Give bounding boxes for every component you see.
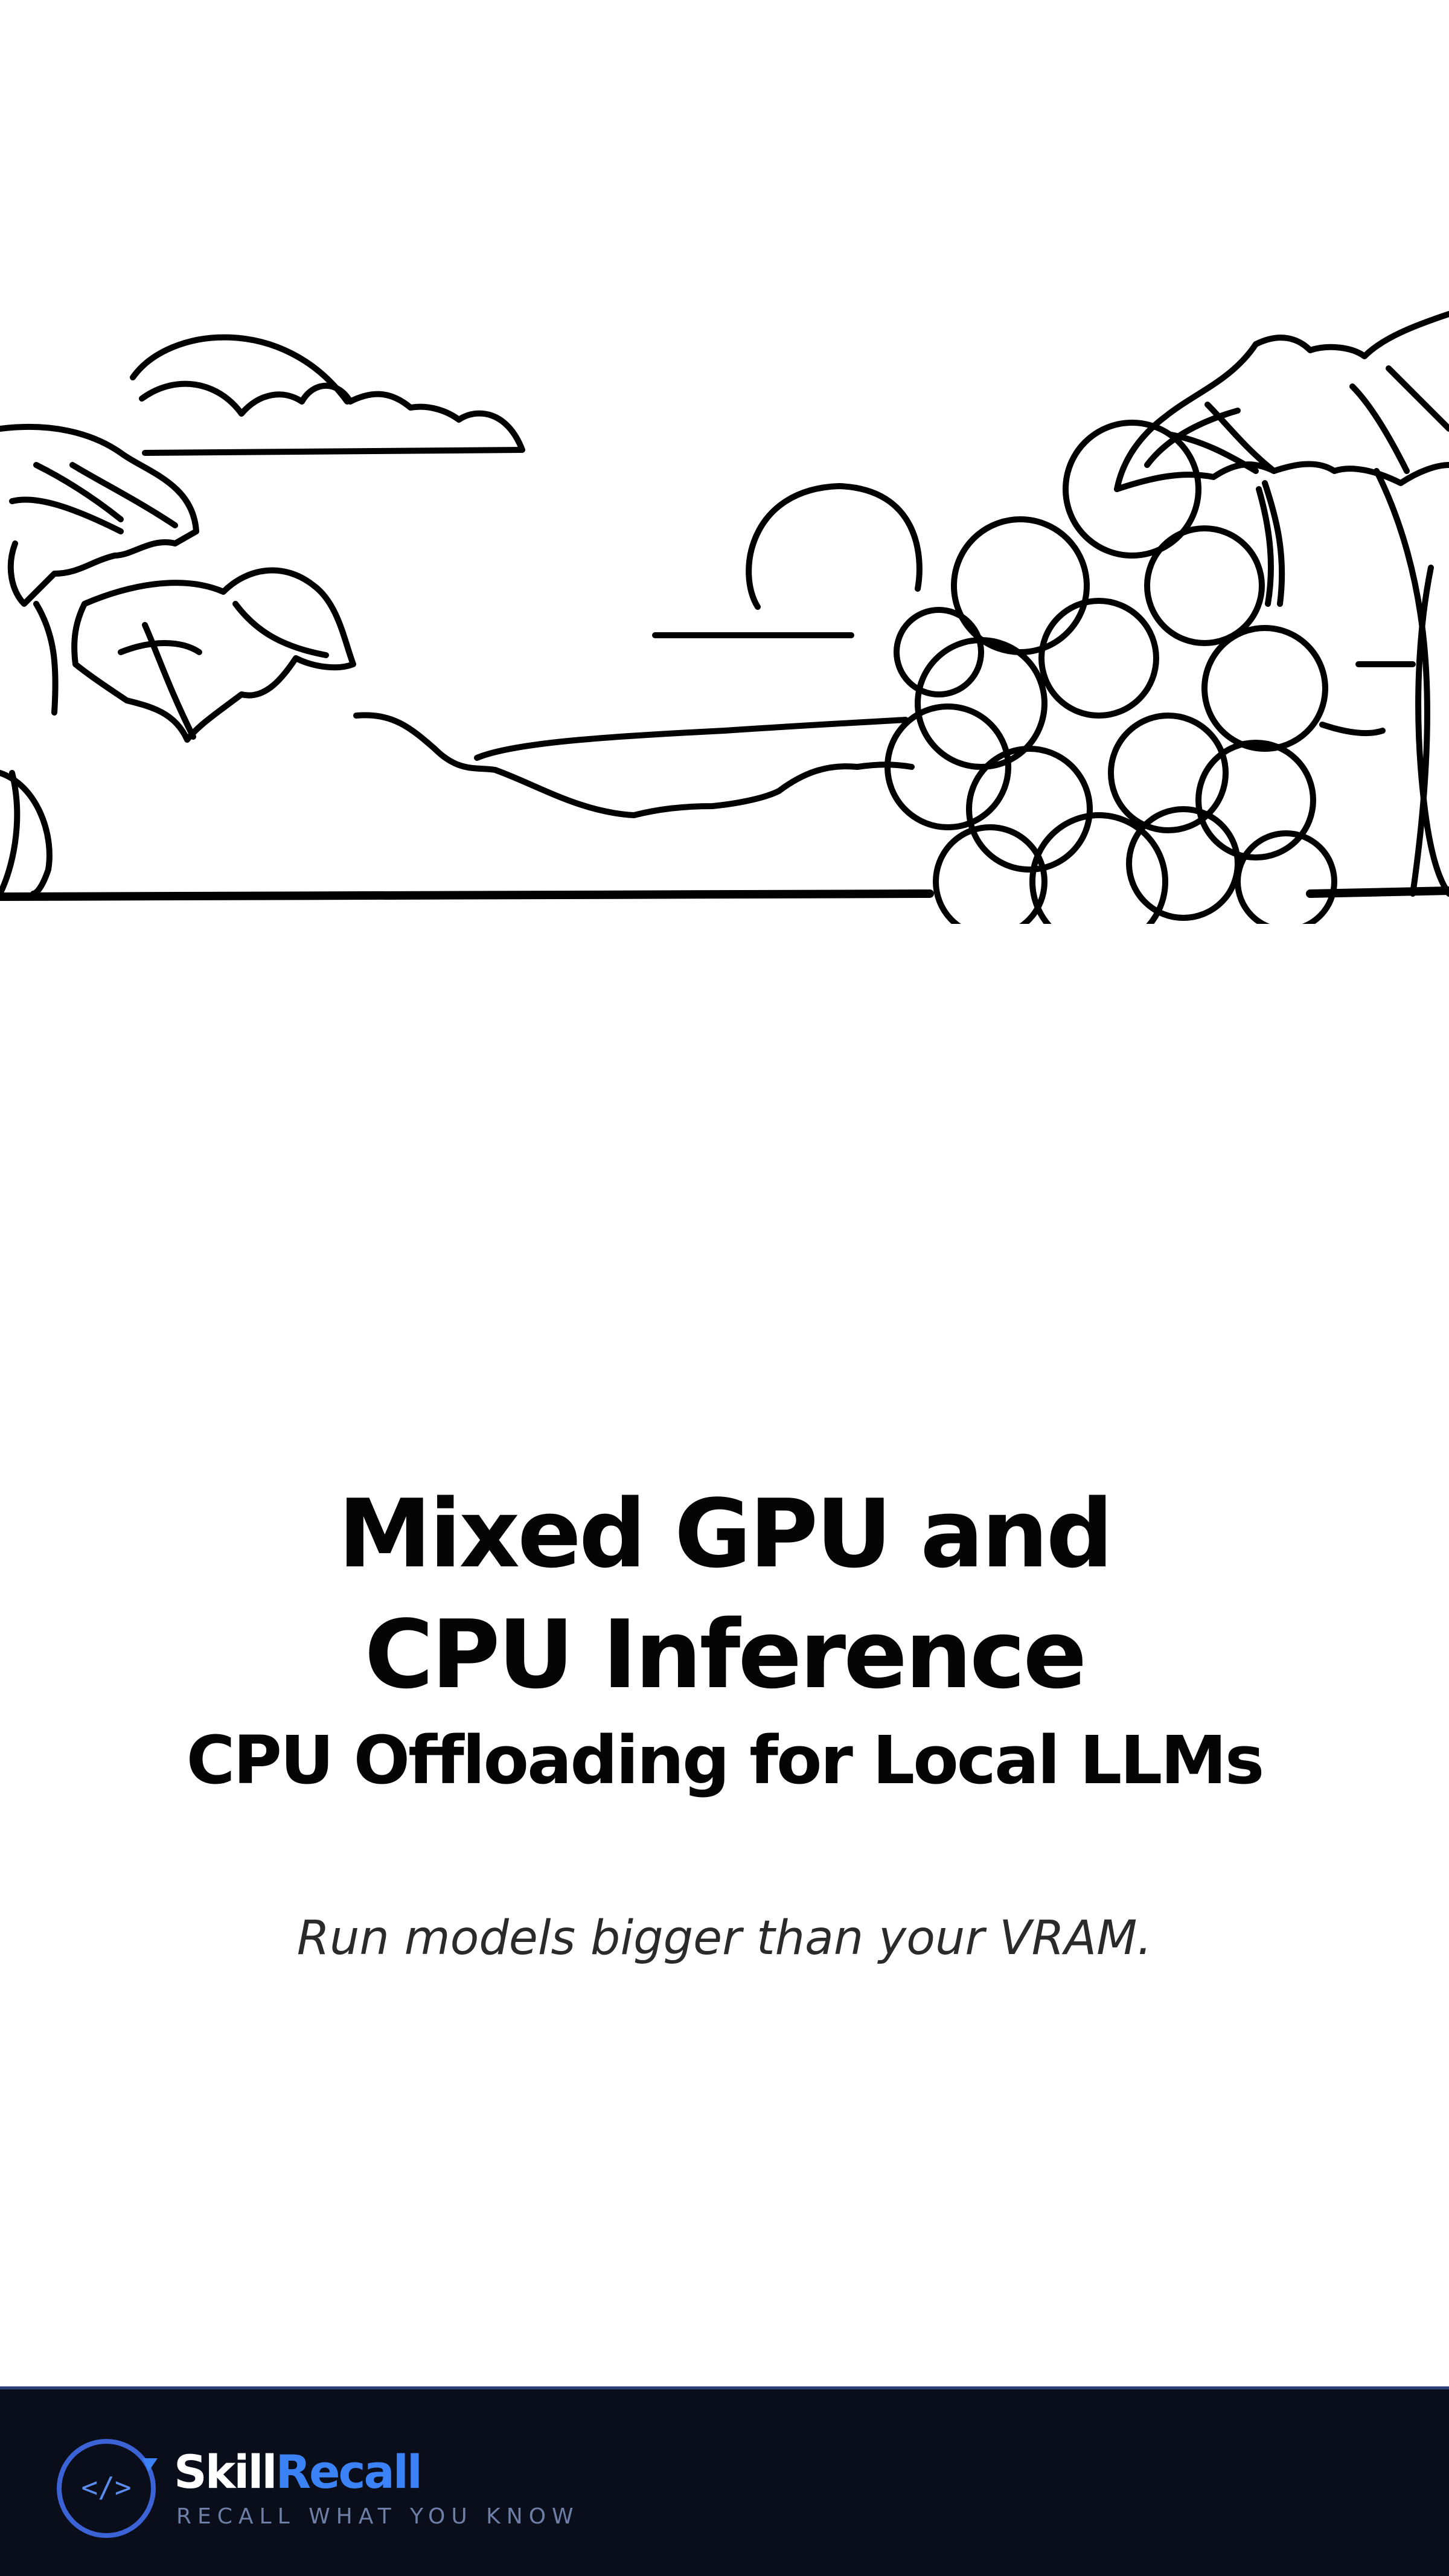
ground-line bbox=[0, 889, 934, 901]
brand-tagline: RECALL WHAT YOU KNOW bbox=[176, 2504, 580, 2529]
footer-bar: </> SkillRecall RECALL WHAT YOU KNOW bbox=[0, 2386, 1449, 2576]
title-line-2: CPU Inference bbox=[364, 1600, 1087, 1709]
sun-outline bbox=[652, 483, 923, 638]
grape-cluster bbox=[884, 420, 1337, 924]
brand-name: SkillRecall bbox=[174, 2445, 423, 2499]
page-subtitle: CPU Offloading for Local LLMs bbox=[186, 1722, 1265, 1799]
landscape-illustration bbox=[0, 311, 1449, 924]
cloud-left bbox=[130, 334, 525, 456]
svg-text:</>: </> bbox=[81, 2471, 131, 2504]
code-brackets-icon: </> bbox=[57, 2439, 158, 2538]
plant-right bbox=[1114, 311, 1449, 897]
title-line-1: Mixed GPU and bbox=[337, 1479, 1113, 1589]
title-block: Mixed GPU and CPU Inference CPU Offloadi… bbox=[0, 1473, 1449, 1805]
brand-name-part-a: Skill bbox=[174, 2445, 277, 2499]
hills bbox=[353, 661, 1416, 818]
plant-left bbox=[0, 423, 356, 897]
tagline: Run models bigger than your VRAM. bbox=[296, 1911, 1153, 1966]
brand-name-part-b: Recall bbox=[275, 2445, 423, 2499]
page-title: Mixed GPU and CPU Inference bbox=[0, 1473, 1449, 1715]
